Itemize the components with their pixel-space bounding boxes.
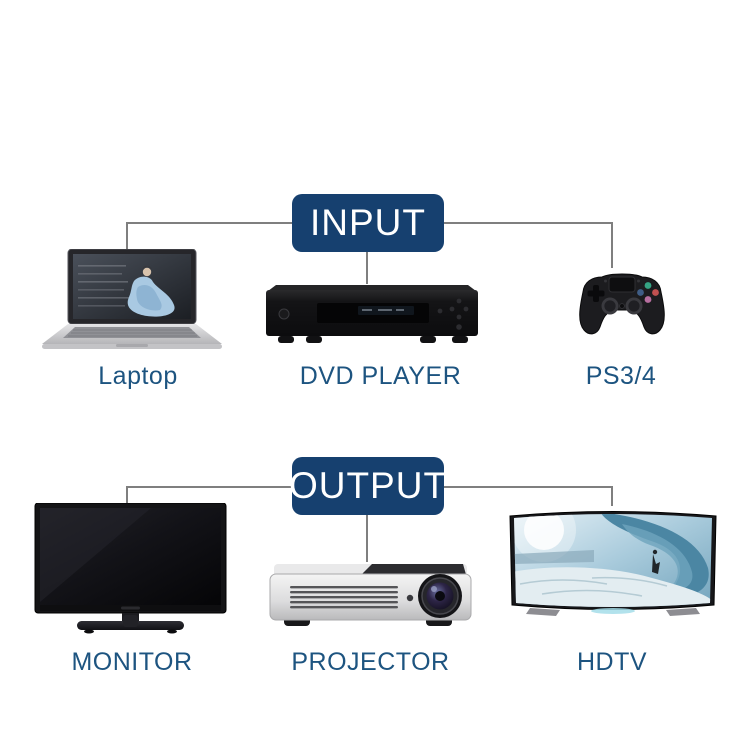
connector-line xyxy=(126,222,293,224)
monitor-icon xyxy=(33,503,228,640)
dvd-player-icon xyxy=(262,281,482,353)
monitor-label: MONITOR xyxy=(71,648,193,676)
connector-line xyxy=(611,486,613,506)
laptop-icon xyxy=(38,249,228,351)
projector-label: PROJECTOR xyxy=(291,648,450,676)
connector-line xyxy=(442,222,613,224)
connector-line xyxy=(126,486,128,508)
connector-line xyxy=(126,222,128,254)
dvd-player-label: DVD PLAYER xyxy=(299,362,462,390)
ps-controller-label: PS3/4 xyxy=(585,362,657,390)
ps-controller-icon xyxy=(572,266,672,346)
connector-line xyxy=(366,251,368,284)
connector-line xyxy=(442,486,613,488)
input-badge-label: INPUT xyxy=(310,202,426,243)
output-badge-label: OUTPUT xyxy=(288,465,448,506)
projector-icon xyxy=(268,556,473,634)
input-badge: INPUT xyxy=(292,194,444,252)
connector-line xyxy=(126,486,293,488)
hdtv-label: HDTV xyxy=(576,648,648,676)
laptop-label: Laptop xyxy=(98,362,178,390)
output-badge: OUTPUT xyxy=(288,457,448,515)
connector-line xyxy=(611,222,613,268)
hdtv-icon xyxy=(502,502,724,640)
connector-line xyxy=(366,512,368,562)
